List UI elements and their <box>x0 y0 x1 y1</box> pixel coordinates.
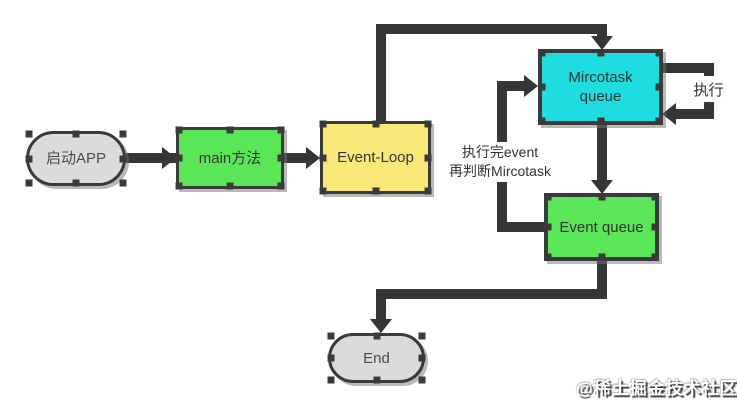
node-event-loop[interactable]: Event-Loop <box>319 120 432 195</box>
resize-handle[interactable] <box>538 117 546 125</box>
resize-handle[interactable] <box>175 126 183 134</box>
loopback-top <box>507 81 526 91</box>
node-event-loop-label: Event-Loop <box>337 149 414 166</box>
resize-handle[interactable] <box>226 126 234 134</box>
resize-handle[interactable] <box>424 187 432 195</box>
connector-bottom-horizontal <box>376 289 607 299</box>
resize-handle[interactable] <box>373 376 380 384</box>
edge-label-after-event-line2: 再判断Mircotask <box>449 163 551 179</box>
resize-handle[interactable] <box>597 49 604 57</box>
node-event-queue[interactable]: Event queue <box>544 193 659 261</box>
node-main-method[interactable]: main方法 <box>175 126 285 190</box>
resize-handle[interactable] <box>277 182 285 190</box>
resize-handle[interactable] <box>327 354 335 362</box>
arrowhead-into-end <box>370 319 392 333</box>
arrowhead-selfloop <box>662 103 676 125</box>
resize-handle[interactable] <box>651 193 659 201</box>
arrowhead-into-eventqueue <box>591 180 613 194</box>
resize-handle[interactable] <box>544 223 552 231</box>
node-event-queue-label: Event queue <box>559 218 644 236</box>
resize-handle[interactable] <box>424 120 432 128</box>
resize-handle[interactable] <box>544 253 552 261</box>
resize-handle[interactable] <box>538 83 546 91</box>
connector-start-main <box>126 153 176 163</box>
resize-handle[interactable] <box>277 126 285 134</box>
resize-handle[interactable] <box>651 223 659 231</box>
resize-handle[interactable] <box>175 154 183 162</box>
selfloop-top <box>660 63 714 73</box>
node-microtask-queue[interactable]: Mircotask queue <box>538 49 663 125</box>
resize-handle[interactable] <box>598 253 605 261</box>
arrowhead-into-microtask <box>591 36 613 50</box>
node-microtask-queue-label: Mircotask queue <box>568 69 633 105</box>
resize-handle[interactable] <box>373 332 380 340</box>
resize-handle[interactable] <box>72 179 80 187</box>
resize-handle[interactable] <box>25 155 33 162</box>
resize-handle[interactable] <box>72 130 80 138</box>
connector-microtask-eventqueue <box>597 124 607 182</box>
connector-into-end <box>376 289 386 321</box>
resize-handle[interactable] <box>327 376 335 384</box>
resize-handle[interactable] <box>655 117 663 125</box>
resize-handle[interactable] <box>418 332 426 340</box>
resize-handle[interactable] <box>544 193 552 201</box>
resize-handle[interactable] <box>119 155 127 162</box>
resize-handle[interactable] <box>175 182 183 190</box>
resize-handle[interactable] <box>327 332 335 340</box>
connector-eventloop-up <box>376 24 386 124</box>
node-start-app[interactable]: 启动APP <box>25 130 127 187</box>
resize-handle[interactable] <box>226 182 234 190</box>
arrowhead-into-eventloop <box>306 147 320 169</box>
edge-label-execute-text: 执行 <box>693 81 724 99</box>
resize-handle[interactable] <box>655 49 663 57</box>
node-main-method-label: main方法 <box>198 149 262 167</box>
resize-handle[interactable] <box>319 154 327 161</box>
resize-handle[interactable] <box>372 187 379 195</box>
resize-handle[interactable] <box>25 130 33 138</box>
resize-handle[interactable] <box>319 187 327 195</box>
resize-handle[interactable] <box>119 179 127 187</box>
resize-handle[interactable] <box>25 179 33 187</box>
selfloop-bottom <box>676 109 714 119</box>
edge-label-after-event[interactable]: 执行完event 再判断Mircotask <box>447 142 553 182</box>
connector-main-eventloop <box>284 153 308 163</box>
edge-label-after-event-line1: 执行完event <box>461 144 539 160</box>
resize-handle[interactable] <box>655 83 663 91</box>
arrowhead-back-to-microtask <box>524 75 538 97</box>
resize-handle[interactable] <box>418 376 426 384</box>
resize-handle[interactable] <box>424 154 432 161</box>
connector-into-microtask-top <box>597 24 607 38</box>
resize-handle[interactable] <box>372 120 379 128</box>
edge-label-execute[interactable]: 执行 <box>690 76 727 102</box>
resize-handle[interactable] <box>319 120 327 128</box>
watermark: @稀土掘金技术社区 <box>576 379 737 398</box>
resize-handle[interactable] <box>277 154 285 162</box>
arrowhead-into-main <box>162 147 176 169</box>
node-end[interactable]: End <box>327 332 426 384</box>
resize-handle[interactable] <box>418 354 426 362</box>
resize-handle[interactable] <box>119 130 127 138</box>
resize-handle[interactable] <box>651 253 659 261</box>
connector-top-horizontal <box>376 24 607 34</box>
loopback-bottom <box>507 222 547 232</box>
connector-eventqueue-down <box>597 260 607 299</box>
node-end-label: End <box>363 349 390 367</box>
node-start-app-label: 启动APP <box>45 150 106 167</box>
resize-handle[interactable] <box>597 117 604 125</box>
resize-handle[interactable] <box>538 49 546 57</box>
resize-handle[interactable] <box>598 193 605 201</box>
